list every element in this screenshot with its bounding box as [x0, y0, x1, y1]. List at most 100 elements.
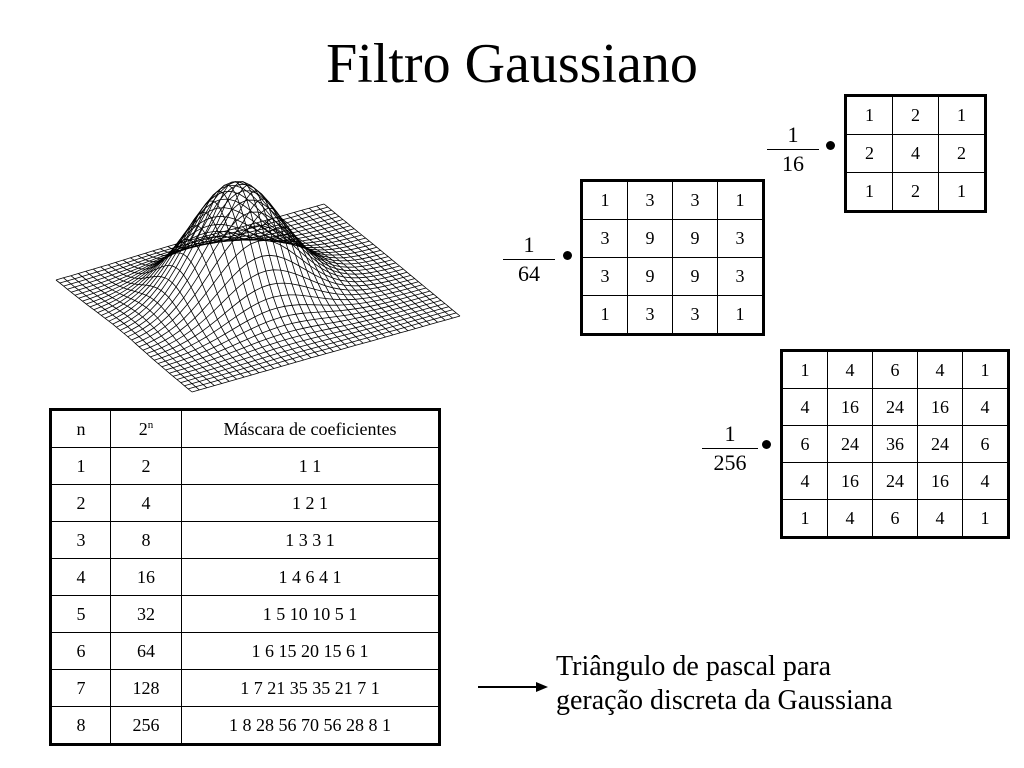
table-cell: 4 [962, 388, 1009, 426]
table-cell: 4 [917, 350, 963, 389]
surface-grid-line [323, 203, 461, 317]
mask4-numerator: 1 [523, 232, 535, 257]
table-cell: 4 [827, 499, 873, 538]
table-cell: 3 [50, 521, 111, 559]
table-cell: 6 [872, 350, 918, 389]
table-cell: 16 [110, 558, 182, 596]
table-cell: 2 [845, 134, 893, 173]
fraction-bar [702, 448, 758, 449]
mask3-denominator: 16 [782, 151, 804, 176]
table-cell: 256 [110, 706, 182, 745]
table-cell: 1 [962, 350, 1009, 389]
surface-grid-line [112, 181, 381, 325]
table-cell: 2 [892, 172, 939, 212]
table-cell: 24 [872, 462, 918, 500]
mask5-denominator: 256 [713, 450, 747, 475]
header-power-exponent: n [147, 418, 154, 431]
table-cell: 1 [50, 447, 111, 485]
table-cell: 6 [872, 499, 918, 538]
table-cell: 16 [827, 388, 873, 426]
table-cell: 1 5 10 10 5 1 [181, 595, 440, 633]
surface-grid-line [63, 277, 200, 391]
table-cell: 3 [672, 180, 718, 220]
table-cell: 6 [781, 425, 828, 463]
table-cell: 1 2 1 [181, 484, 440, 522]
mask5-fraction: 1 256 [702, 423, 758, 474]
surface-grid-line [63, 209, 332, 287]
surface-grid-line [301, 209, 438, 323]
surface-grid-line [108, 185, 378, 322]
table-header-row: n 2n Máscara de coeficientes [50, 409, 440, 448]
table-cell: 3 [627, 295, 673, 335]
table-cell: 9 [672, 257, 718, 296]
surface-grid-line [157, 287, 427, 364]
header-power: 2n [110, 409, 182, 448]
table-cell: 2 [938, 134, 986, 173]
table-cell: 1 [938, 172, 986, 212]
table-cell: 1 7 21 35 35 21 7 1 [181, 669, 440, 707]
table-cell: 16 [827, 462, 873, 500]
table-cell: 32 [110, 595, 182, 633]
table-cell: 4 [50, 558, 111, 596]
table-cell: 1 [717, 180, 764, 220]
table-cell: 1 [845, 95, 893, 135]
table-cell: 3 [581, 219, 628, 258]
surface-grid-line [176, 303, 446, 380]
surface-grid-line [316, 205, 453, 319]
table-cell: 3 [627, 180, 673, 220]
table-cell: 4 [892, 134, 939, 173]
table-cell: 2 [50, 484, 111, 522]
table-cell: 1 [581, 295, 628, 335]
table-cell: 24 [827, 425, 873, 463]
table-cell: 4 [781, 388, 828, 426]
table-cell: 4 [827, 350, 873, 389]
table-cell: 1 [781, 499, 828, 538]
table-cell: 4 [781, 462, 828, 500]
header-power-base: 2 [138, 418, 148, 439]
table-cell: 4 [962, 462, 1009, 500]
table-cell: 9 [672, 219, 718, 258]
table-cell: 6 [50, 632, 111, 670]
multiply-dot [762, 440, 771, 449]
mask3-fraction: 1 16 [767, 124, 819, 175]
caption: Triângulo de pascal para geração discret… [556, 650, 996, 718]
table-cell: 2 [892, 95, 939, 135]
table-cell: 3 [672, 295, 718, 335]
surface-grid-line [286, 214, 424, 327]
table-cell: 1 [962, 499, 1009, 538]
table-cell: 2 [110, 447, 182, 485]
table-cell: 1 8 28 56 70 56 28 8 1 [181, 706, 440, 745]
table-cell: 1 [938, 95, 986, 135]
table-cell: 16 [917, 462, 963, 500]
table-cell: 1 6 15 20 15 6 1 [181, 632, 440, 670]
table-cell: 3 [717, 257, 764, 296]
table-cell: 6 [962, 425, 1009, 463]
surface-grid-line [78, 273, 215, 386]
multiply-dot [826, 141, 835, 150]
surface-grid-line [172, 300, 442, 377]
surface-grid-line [308, 207, 446, 321]
table-cell: 128 [110, 669, 182, 707]
table-cell: 9 [627, 257, 673, 296]
mask3-numerator: 1 [787, 122, 799, 147]
